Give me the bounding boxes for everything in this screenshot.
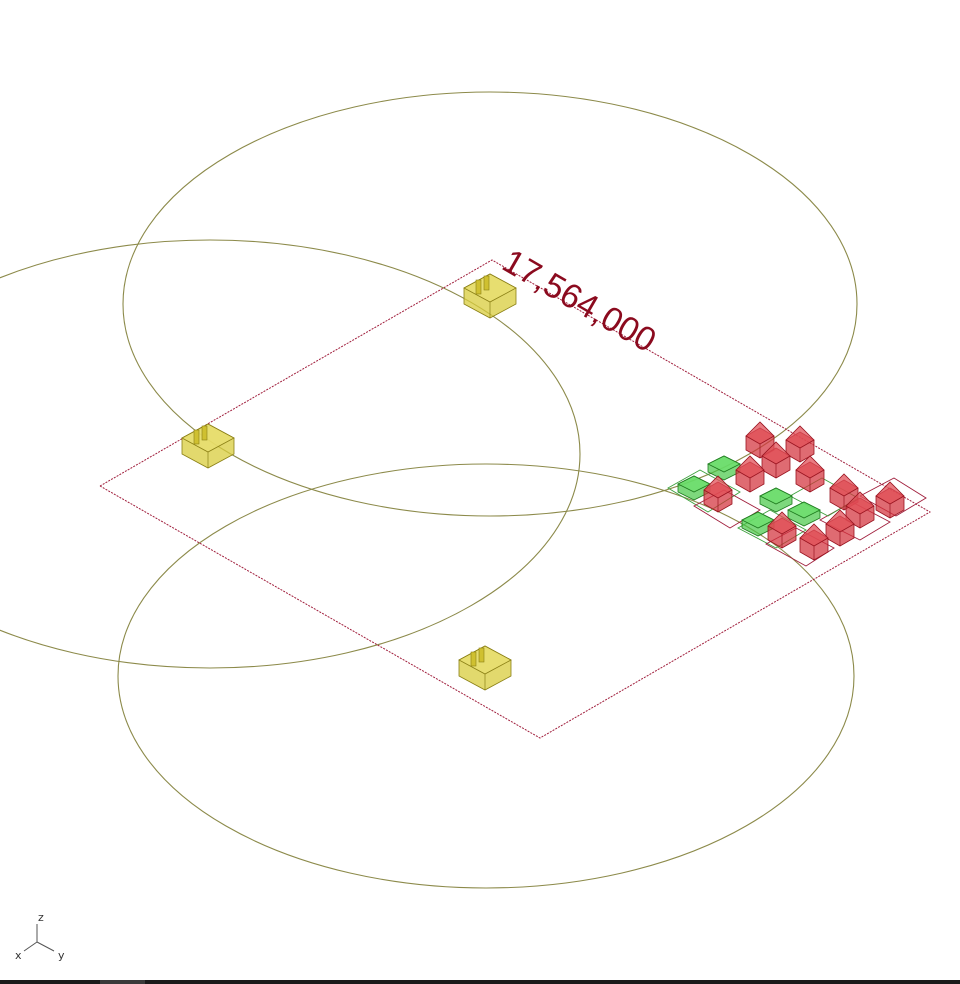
bottom-status-bar [0,980,960,984]
coverage-circle-top [122,91,858,517]
dimension-label: 17,564,000 [496,242,662,360]
bottom-bar-segment [100,980,145,984]
site-boundary [98,259,931,739]
service-building-left [181,423,235,469]
coverage-circles [0,91,858,889]
red-house [875,481,905,519]
housing-cluster-red [703,421,905,561]
red-house [735,455,765,493]
axis-x-label: x [15,949,22,962]
coverage-circle-bottom [117,463,855,889]
green-block [759,487,793,513]
coverage-circle-left [0,239,581,669]
red-house [703,475,733,513]
axis-gizmo: z x y [15,911,65,962]
service-buildings [181,273,517,691]
axis-z-label: z [38,911,44,924]
service-building-bottom [458,645,512,691]
green-block [707,455,741,481]
axis-y-label: y [58,949,65,962]
